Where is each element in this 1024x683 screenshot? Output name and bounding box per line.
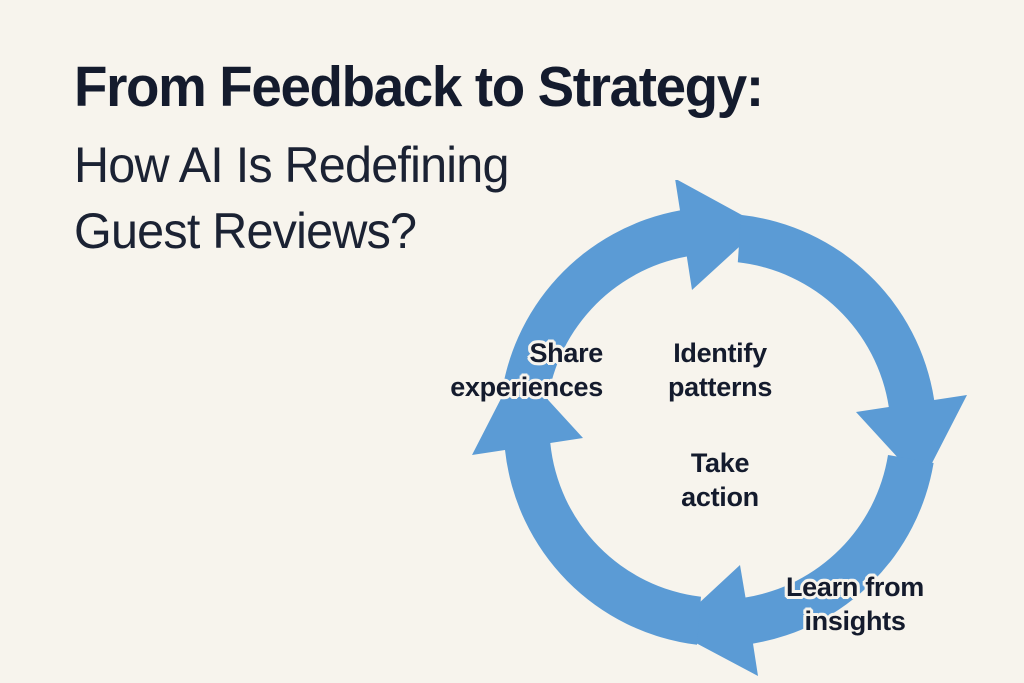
cycle-label-take-action-line-1: Take [690, 448, 750, 478]
cycle-arrow-segment-2 [737, 214, 967, 484]
cycle-label-share-line-1: Share [529, 338, 603, 368]
cycle-label-learn-line-1: Learn from [785, 572, 925, 602]
cycle-label-learn-line-2: insights [804, 606, 906, 636]
cycle-label-share-line-2: experiences [450, 372, 603, 402]
cycle-label-identify-line-2: patterns [667, 372, 773, 402]
page-title: From Feedback to Strategy: [74, 55, 764, 119]
cycle-label-take-action: Take action [620, 446, 820, 514]
page-subtitle-line-2: Guest Reviews? [74, 203, 417, 259]
cycle-label-take-action-line-2: action [681, 482, 759, 512]
cycle-label-identify: Identify patterns [620, 336, 820, 404]
cycle-arrow-segment-1 [500, 180, 762, 409]
headline-block: From Feedback to Strategy: How AI Is Red… [74, 52, 764, 264]
feedback-cycle-diagram [470, 180, 970, 680]
cycle-label-identify-line-1: Identify [673, 338, 767, 368]
page-subtitle-line-1: How AI Is Redefining [74, 137, 509, 193]
cycle-arrows-graphic [472, 180, 967, 676]
cycle-label-share: Share experiences [398, 336, 603, 404]
cycle-arrow-segment-4 [472, 366, 701, 645]
cycle-arrow-segment-3 [670, 455, 934, 676]
page-subtitle: How AI Is Redefining Guest Reviews? [74, 122, 695, 264]
cycle-label-learn: Learn from insights [760, 570, 950, 638]
